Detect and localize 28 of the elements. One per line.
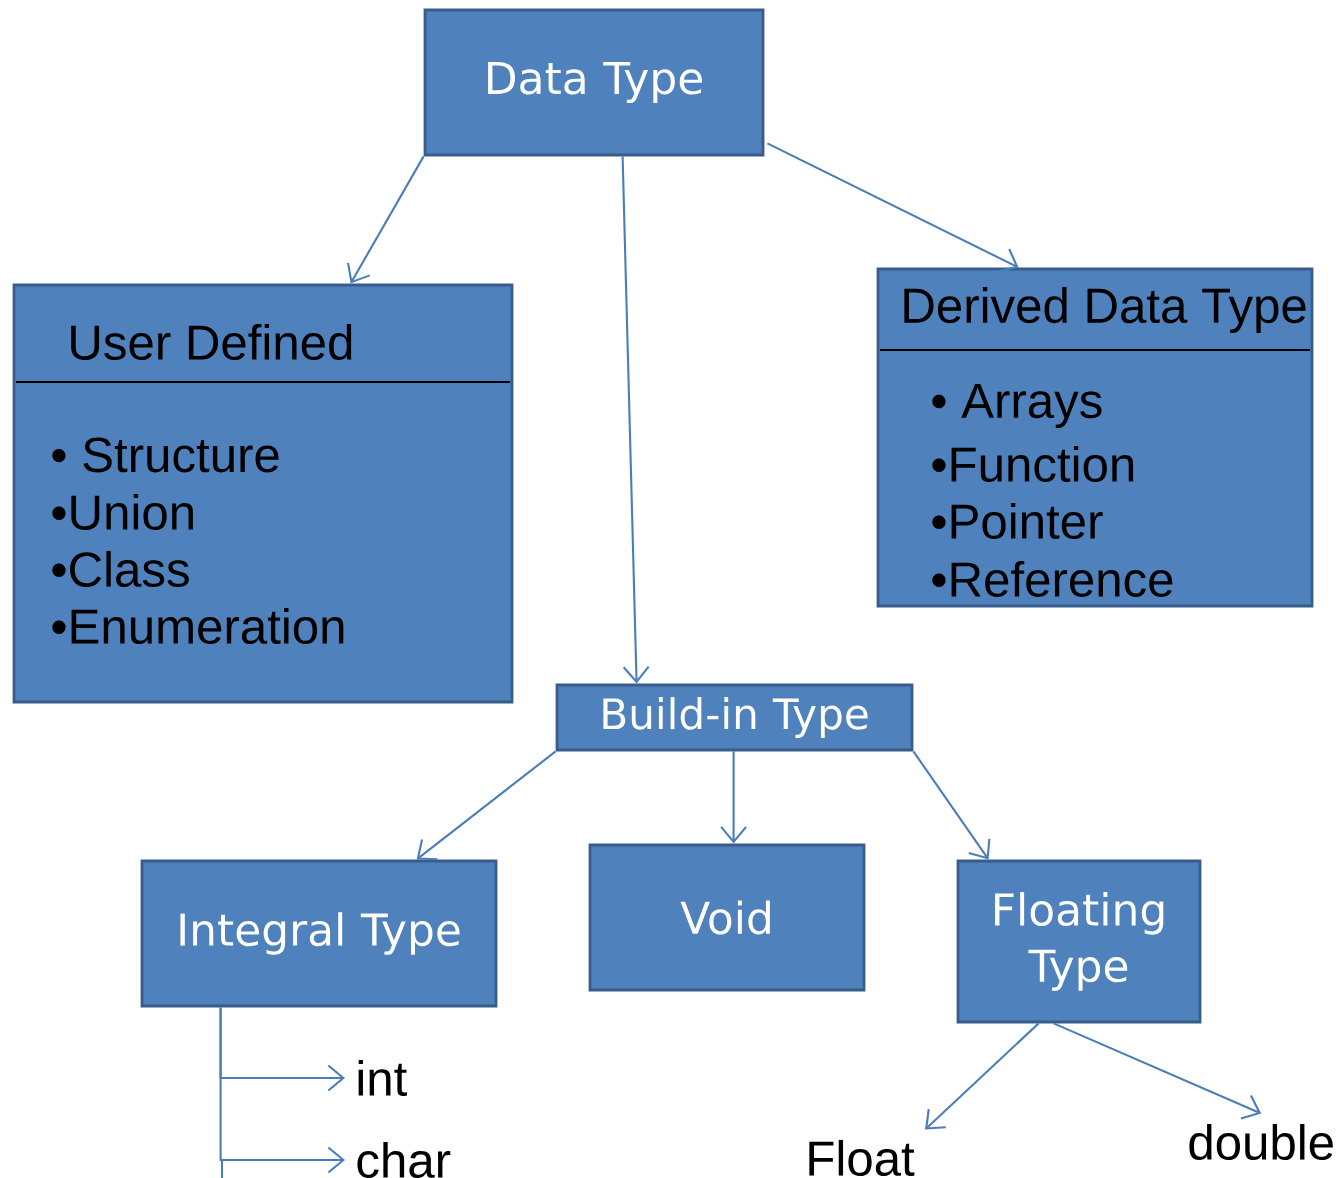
type-box: Integral Type [140,859,498,1008]
list-item: • Structure [52,437,279,473]
list-item: •Enumeration [52,607,344,645]
type-label: int [358,1060,407,1096]
type-box: Build-in Type [555,683,914,752]
list-item: •Function [932,445,1134,483]
type-label: Float [809,1139,915,1177]
box-heading: User Defined [71,323,352,361]
list-item: •Reference [932,560,1173,597]
type-box: Data Type [423,8,765,157]
arrow [1053,1022,1262,1120]
arrow [416,750,557,861]
arrow [912,750,991,860]
type-box: Void [588,843,866,992]
type-box: Floating Type [956,859,1202,1024]
arrow [925,1022,1040,1130]
type-label: double [1189,1123,1333,1161]
list-item: •Class [52,550,189,588]
list-item: •Union [52,493,193,531]
arrow [766,142,1019,273]
arrow [621,156,650,684]
list-item: •Pointer [932,502,1103,540]
box-heading: Derived Data Type [904,287,1306,333]
arrow [219,1007,345,1174]
arrow [347,155,425,284]
arrow [720,751,747,844]
list-item: • Arrays [932,383,1102,428]
type-label: char [357,1141,451,1178]
